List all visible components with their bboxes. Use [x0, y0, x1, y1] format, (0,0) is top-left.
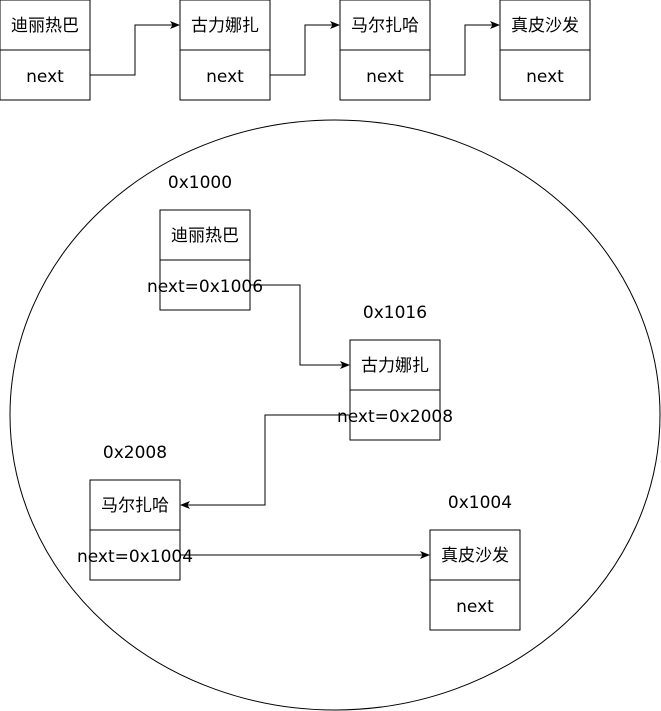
top-node-1: 迪丽热巴 next [0, 0, 91, 101]
mem-node-3-name: 马尔扎哈 [101, 496, 169, 516]
mem-node-2: 古力娜扎 next=0x2008 [337, 339, 453, 441]
top-link-1-2 [90, 21, 180, 76]
top-node-4: 真皮沙发 next [499, 0, 591, 101]
top-node-2-pointer: next [206, 67, 244, 87]
mem-node-4-name: 真皮沙发 [441, 546, 509, 566]
top-node-1-pointer: next [26, 67, 64, 87]
top-link-3-4 [430, 21, 500, 76]
top-node-3-pointer: next [366, 67, 404, 87]
memory-region [9, 119, 661, 711]
top-link-2-3 [270, 21, 340, 76]
mem-node-1-address: 0x1000 [168, 173, 232, 193]
mem-link-2-3 [180, 414, 350, 509]
mem-node-3: 马尔扎哈 next=0x1004 [77, 479, 193, 581]
top-node-2: 古力娜扎 next [179, 0, 271, 101]
top-node-3-name: 马尔扎哈 [351, 16, 419, 36]
mem-node-3-pointer: next=0x1004 [77, 547, 193, 567]
mem-node-4-pointer: next [456, 597, 494, 617]
mem-node-2-name: 古力娜扎 [361, 356, 429, 376]
mem-node-3-address: 0x2008 [103, 443, 167, 463]
mem-link-1-2 [250, 284, 350, 369]
mem-node-1: 迪丽热巴 next=0x1006 [147, 209, 263, 311]
mem-node-1-name: 迪丽热巴 [171, 226, 239, 246]
top-node-4-pointer: next [526, 67, 564, 87]
mem-node-4-address: 0x1004 [448, 493, 512, 513]
mem-node-4: 真皮沙发 next [429, 529, 521, 631]
top-node-1-name: 迪丽热巴 [11, 16, 79, 36]
mem-node-2-address: 0x1016 [363, 303, 427, 323]
top-node-2-name: 古力娜扎 [191, 16, 259, 36]
top-node-4-name: 真皮沙发 [511, 16, 579, 36]
top-node-3: 马尔扎哈 next [339, 0, 431, 101]
mem-node-2-pointer: next=0x2008 [337, 407, 453, 427]
mem-node-1-pointer: next=0x1006 [147, 277, 263, 297]
